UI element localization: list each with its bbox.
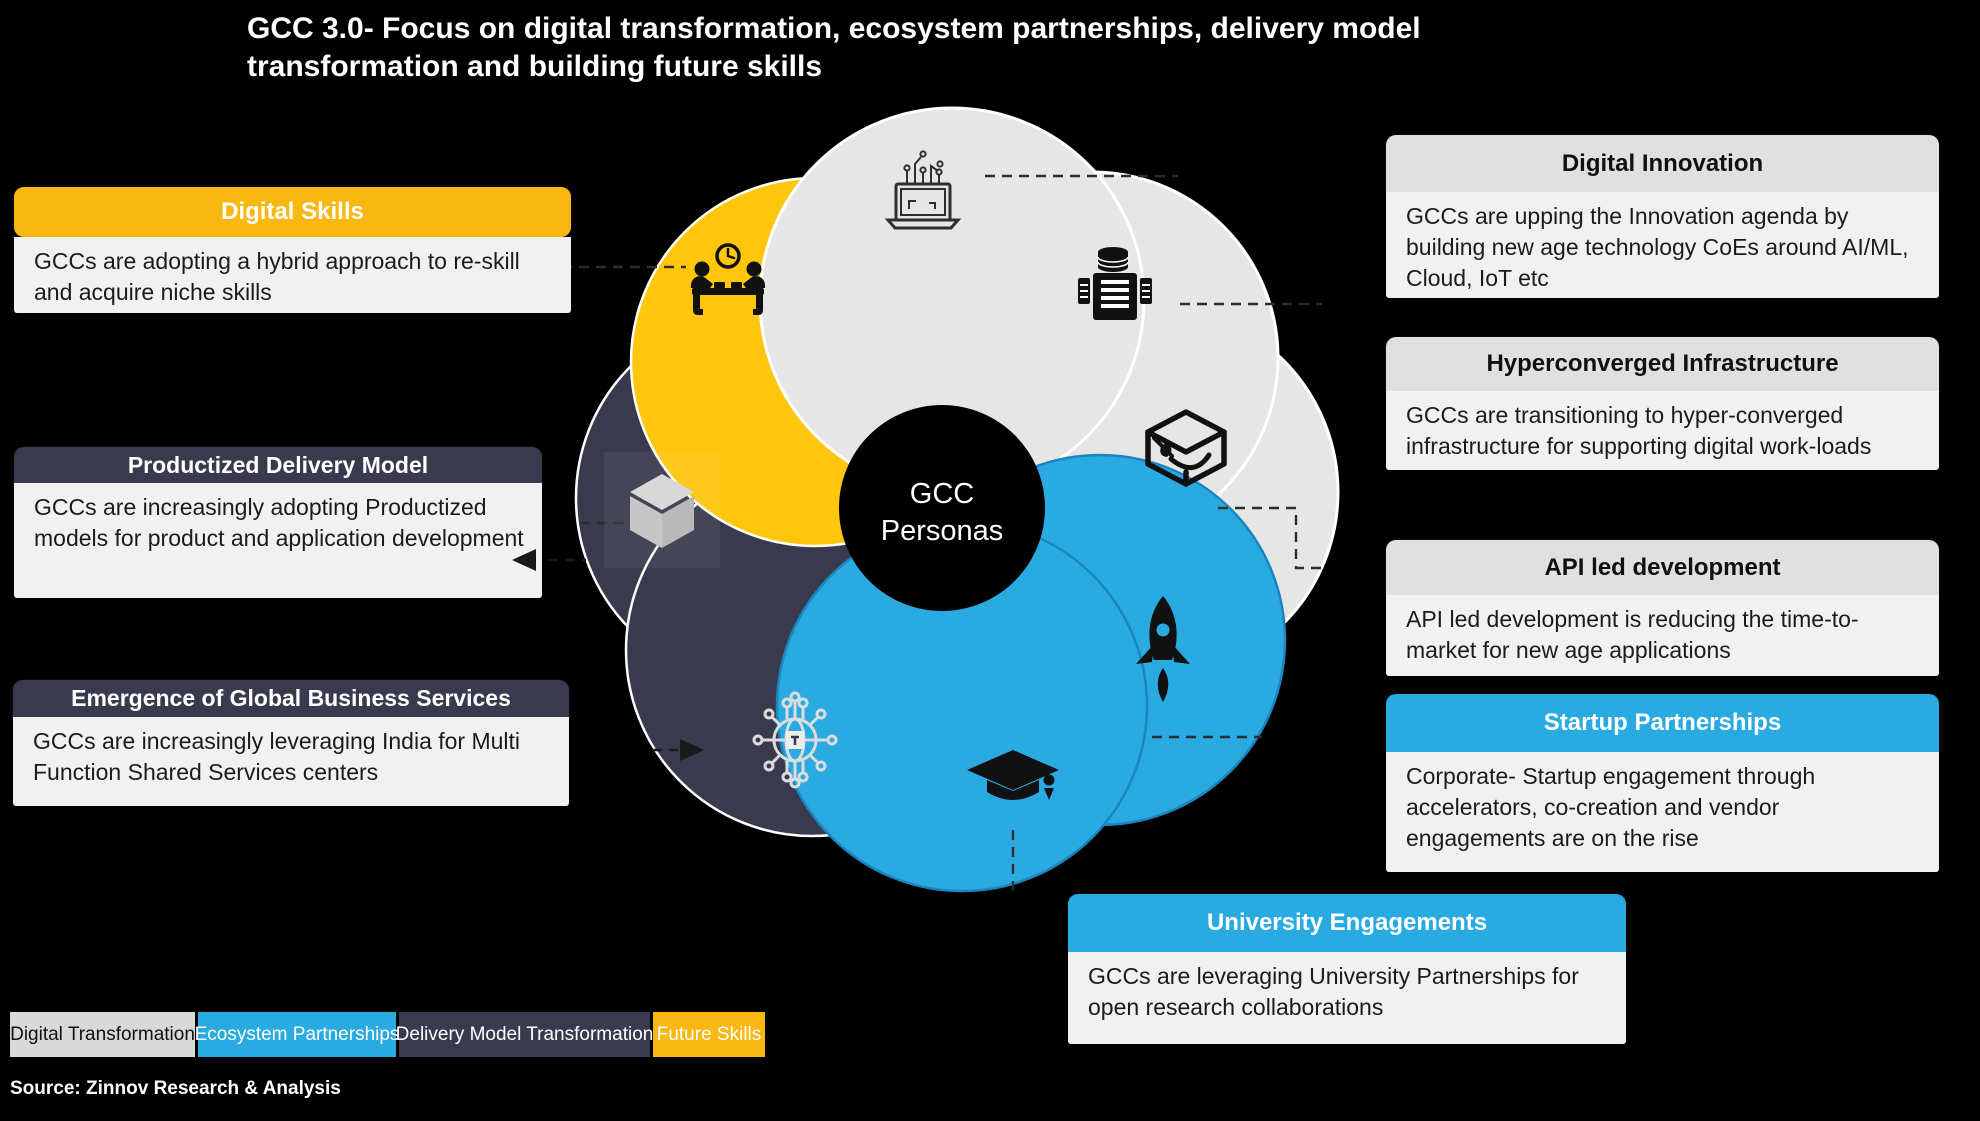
page-title-line2: transformation and building future skill…: [247, 50, 823, 83]
server-stack-icon: [1078, 247, 1152, 320]
callout-digital-skills-body: GCCs are adopting a hybrid approach to r…: [14, 237, 571, 313]
callout-digital-skills: Digital Skills GCCs are adopting a hybri…: [14, 187, 571, 313]
callout-university-body: GCCs are leveraging University Partnersh…: [1068, 952, 1626, 1044]
center-label-line2: Personas: [881, 515, 1004, 547]
callout-digital-innovation-header: Digital Innovation: [1386, 135, 1939, 192]
callout-productized-delivery-model: Productized Delivery Model GCCs are incr…: [14, 447, 542, 598]
box-plug-icon: [1145, 409, 1227, 487]
cube-icon: [604, 452, 720, 568]
legend-item-future-skills: Future Skills: [653, 1012, 765, 1057]
callout-api-header: API led development: [1386, 540, 1939, 595]
callout-digital-skills-header: Digital Skills: [14, 187, 571, 237]
callout-hyperconverged-header: Hyperconverged Infrastructure: [1386, 337, 1939, 391]
meeting-clock-icon: [690, 243, 766, 315]
callout-startup-header: Startup Partnerships: [1386, 694, 1939, 752]
center-circle: GCC Personas: [839, 405, 1045, 611]
legend-item-ecosystem-partnerships: Ecosystem Partnerships: [195, 1012, 399, 1057]
callout-digital-innovation-body: GCCs are upping the Innovation agenda by…: [1386, 192, 1939, 298]
callout-startup-body: Corporate- Startup engagement through ac…: [1386, 752, 1939, 872]
callout-university-engagements: University Engagements GCCs are leveragi…: [1068, 894, 1626, 1044]
rocket-icon: [1136, 596, 1190, 702]
legend: Digital Transformation Ecosystem Partner…: [0, 1012, 1980, 1057]
callout-digital-innovation: Digital Innovation GCCs are upping the I…: [1386, 135, 1939, 298]
legend-item-delivery-model-transformation: Delivery Model Transformation: [396, 1012, 653, 1057]
page-title-line1: GCC 3.0- Focus on digital transformation…: [247, 12, 1421, 45]
callout-api-body: API led development is reducing the time…: [1386, 595, 1939, 676]
callout-emergence-gbs: Emergence of Global Business Services GC…: [13, 680, 569, 806]
page-title: GCC 3.0- Focus on digital transformation…: [247, 10, 1421, 86]
graduation-cap-icon: [967, 750, 1059, 800]
callout-hyperconverged-infrastructure: Hyperconverged Infrastructure GCCs are t…: [1386, 337, 1939, 470]
callout-productized-body: GCCs are increasingly adopting Productiz…: [14, 483, 542, 598]
center-label-line1: GCC: [910, 478, 974, 510]
global-network-chip-icon: [752, 691, 838, 789]
callout-emergence-header: Emergence of Global Business Services: [13, 680, 569, 717]
callout-api-led-development: API led development API led development …: [1386, 540, 1939, 676]
legend-item-digital-transformation: Digital Transformation: [10, 1012, 195, 1057]
laptop-circuit-icon: [884, 150, 962, 230]
callout-hyperconverged-body: GCCs are transitioning to hyper-converge…: [1386, 391, 1939, 470]
callout-productized-header: Productized Delivery Model: [14, 447, 542, 483]
callout-emergence-body: GCCs are increasingly leveraging India f…: [13, 717, 569, 806]
source-text: Source: Zinnov Research & Analysis: [10, 1078, 341, 1099]
callout-university-header: University Engagements: [1068, 894, 1626, 952]
callout-startup-partnerships: Startup Partnerships Corporate- Startup …: [1386, 694, 1939, 872]
